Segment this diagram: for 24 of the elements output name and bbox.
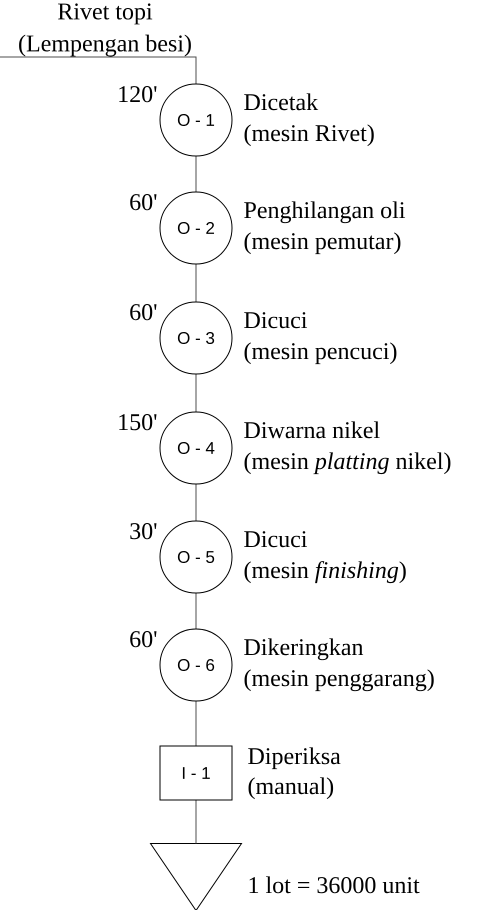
time-label: 60' bbox=[130, 194, 156, 210]
step-label: (mesin pencuci) bbox=[244, 342, 396, 364]
step-label: Penghilangan oli bbox=[244, 201, 406, 224]
step-label: (mesin pemutar) bbox=[244, 232, 400, 254]
step-label: Diperiksa bbox=[248, 747, 340, 770]
step-label: Dicetak bbox=[244, 93, 318, 110]
step-label: Dicuci bbox=[244, 531, 308, 548]
step-label: Dicuci bbox=[244, 312, 308, 328]
flow-line bbox=[0, 56, 196, 84]
time-label: 60' bbox=[130, 631, 156, 648]
inspection-box: I - 1 bbox=[160, 746, 232, 800]
input-label: Rivet topi (Lempengan besi) bbox=[19, 3, 191, 56]
step-label: (manual) bbox=[248, 777, 334, 800]
time-label: 60' bbox=[130, 304, 156, 320]
step-label: (mesin finishing) bbox=[244, 561, 406, 584]
time-label: 150' bbox=[119, 414, 156, 430]
time-label: 30' bbox=[130, 523, 156, 540]
step-label: 1 lot = 36000 unit bbox=[250, 876, 420, 894]
time-label: 120' bbox=[119, 86, 156, 102]
step-label: (mesin penggarang) bbox=[244, 669, 434, 692]
step-label: Diwarna nikel bbox=[244, 421, 380, 438]
step-label: (mesin platting nikel) bbox=[244, 452, 450, 474]
step-label: Dikeringkan bbox=[244, 638, 364, 660]
step-label: (mesin Rivet) bbox=[244, 124, 374, 146]
